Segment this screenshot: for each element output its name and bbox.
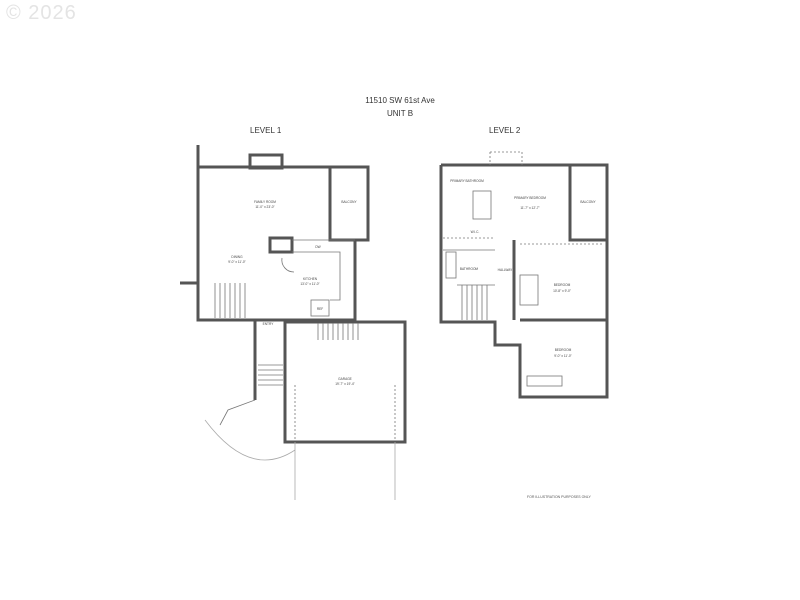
room-entry: ENTRY	[263, 322, 275, 326]
label-ref: REF	[317, 307, 323, 311]
room-bedroom: BEDROOM	[554, 283, 571, 287]
room-size: 19'-7" x 19'-4"	[335, 382, 355, 386]
room-balcony: BALCONY	[341, 200, 357, 204]
level-1-details	[204, 239, 396, 500]
room-dining: DINING	[231, 255, 243, 259]
room-labels: FAMILY ROOM 11'-0" x 23'-0" BALCONY DINI…	[228, 179, 596, 386]
level-2-title: LEVEL 2	[489, 126, 521, 135]
room-garage: GARAGE	[338, 377, 352, 381]
room-primary-bedroom: PRIMARY BEDROOM	[514, 196, 546, 200]
unit-title: UNIT B	[386, 109, 414, 118]
label-dw: DW	[315, 245, 320, 249]
watermark: © 2026	[6, 2, 77, 24]
room-wic: W.I.C.	[471, 230, 480, 234]
level-2-walls	[439, 163, 609, 399]
room-bathroom: BATHROOM	[460, 267, 479, 271]
level-1-walls	[180, 145, 407, 444]
room-size: 9'-0" x 11'-0"	[554, 354, 572, 358]
room-bedroom: BEDROOM	[555, 348, 572, 352]
room-primary-bathroom: PRIMARY BATHROOM	[450, 179, 484, 183]
address-title: 11510 SW 61st Ave	[365, 96, 435, 105]
room-balcony: BALCONY	[580, 200, 596, 204]
level-2-details	[443, 151, 603, 387]
room-family-room: FAMILY ROOM	[254, 200, 276, 204]
level-1-title: LEVEL 1	[250, 126, 282, 135]
room-size: 11'-0" x 23'-0"	[255, 205, 274, 209]
room-size: 13'-0" x 11'-0"	[300, 282, 319, 286]
room-size: 10'-8" x 9'-0"	[553, 289, 571, 293]
room-size: 11'-7" x 12'-7"	[520, 206, 539, 210]
room-hallway: HALLWAY	[498, 268, 514, 272]
illustration-note: FOR ILLUSTRATION PURPOSES ONLY	[527, 495, 591, 499]
room-kitchen: KITCHEN	[303, 277, 318, 281]
room-size: 9'-0" x 11'-0"	[228, 260, 246, 264]
